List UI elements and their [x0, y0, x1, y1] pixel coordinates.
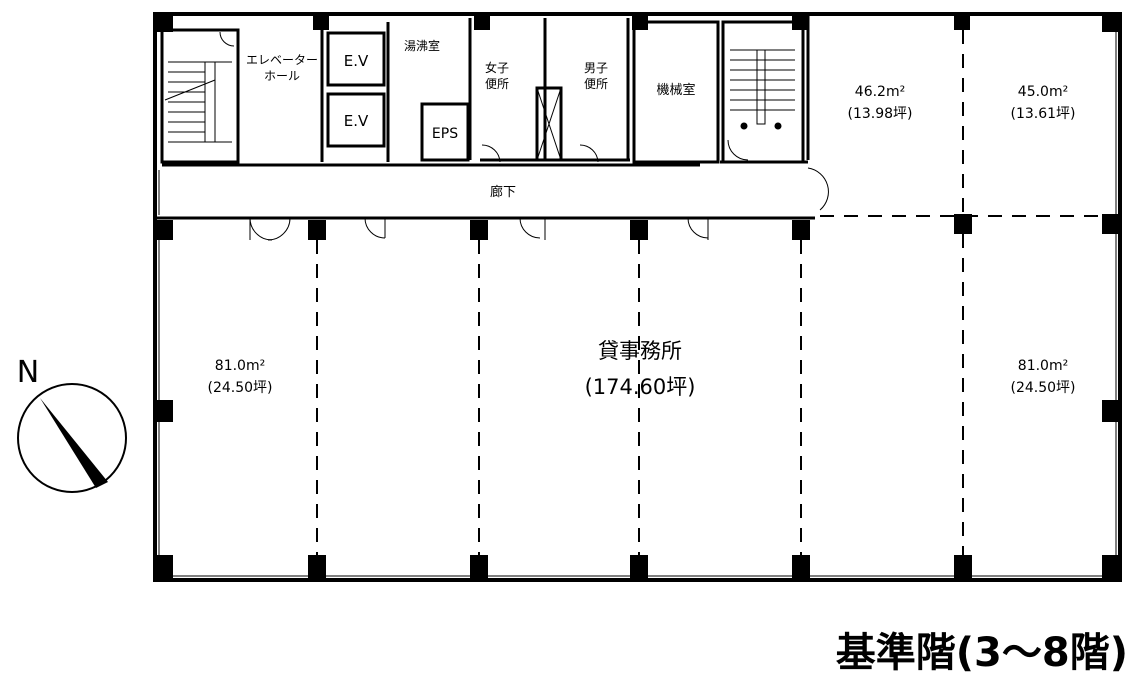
corridor-label: 廊下 — [490, 184, 516, 200]
ev1-label: E.V — [344, 52, 369, 70]
unit-ne1-tsubo: (13.98坪) — [847, 106, 912, 122]
unit-ne2-tsubo: (13.61坪) — [1010, 106, 1075, 122]
unit-west-tsubo: (24.50坪) — [207, 380, 272, 396]
mens-toilet-label-1: 男子 — [584, 61, 608, 75]
ev2-label: E.V — [344, 112, 369, 130]
womens-toilet-label-2: 便所 — [485, 77, 509, 91]
office-tsubo: (174.60坪) — [585, 375, 696, 399]
doors — [219, 31, 829, 241]
core-walls — [160, 14, 810, 167]
eps-label: EPS — [432, 126, 458, 142]
stair-1 — [164, 61, 232, 143]
elevator-hall-label-1: エレベーター — [246, 53, 318, 67]
womens-toilet-label-1: 女子 — [485, 60, 509, 75]
unit-west-area: 81.0m² — [215, 358, 265, 374]
shaft-x — [536, 87, 562, 161]
floor-title: 基準階(3〜8階) — [836, 630, 1128, 676]
kitchenette-label: 湯沸室 — [404, 38, 440, 53]
columns — [155, 14, 1120, 580]
machine-room-label: 機械室 — [656, 82, 695, 98]
compass: N — [17, 355, 127, 493]
unit-east-tsubo: (24.50坪) — [1010, 380, 1075, 396]
elevator-hall-label-2: ホール — [264, 69, 300, 83]
stair-2 — [730, 49, 795, 130]
compass-north-label: N — [17, 355, 39, 390]
outer-walls — [153, 12, 1122, 582]
unit-ne2-area: 45.0m² — [1018, 84, 1068, 100]
room-labels: エレベーター ホール E.V E.V 湯沸室 EPS 女子 便所 男子 便所 機… — [207, 38, 1075, 399]
mens-toilet-label-2: 便所 — [584, 77, 608, 91]
unit-east-area: 81.0m² — [1018, 358, 1068, 374]
unit-ne1-area: 46.2m² — [855, 84, 905, 100]
dashed-partitions — [316, 30, 1116, 555]
office-name: 貸事務所 — [598, 339, 682, 363]
